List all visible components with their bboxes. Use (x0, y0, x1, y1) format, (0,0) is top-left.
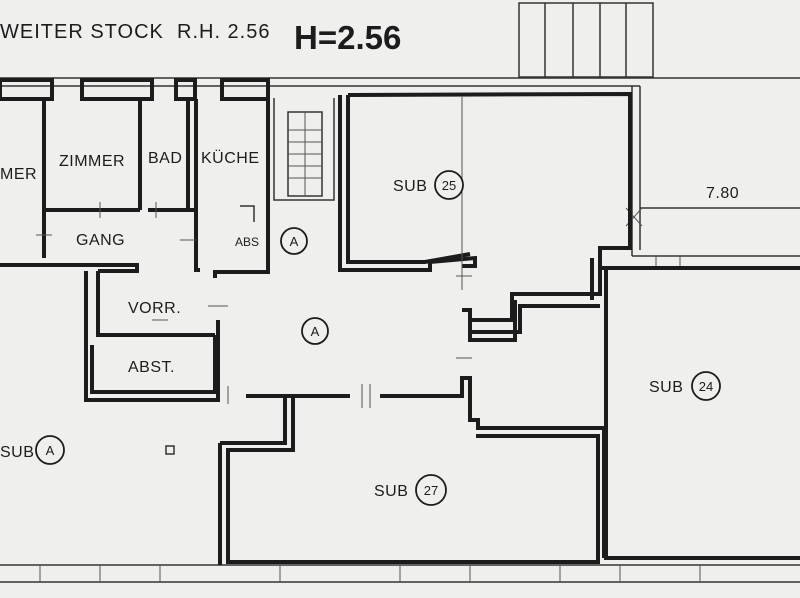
exterior-bottom-wall (0, 564, 800, 583)
left-apartment-windows (0, 78, 270, 101)
marker-a-center: A (301, 317, 329, 345)
height-title: H=2.56 (294, 19, 401, 56)
dimension-width-right: 7.80 (706, 185, 739, 202)
left-apartment-walls (0, 99, 270, 404)
room-label-bad: BAD (148, 150, 182, 167)
svg-text:SUB: SUB (649, 379, 683, 396)
staircase (273, 98, 335, 201)
unit-label-27: SUB 27 (374, 474, 447, 506)
room-label-zimmer-left: MER (0, 166, 37, 183)
svg-text:SUB: SUB (393, 178, 427, 195)
floor-label: WEITER STOCK (0, 21, 164, 43)
balcony (518, 2, 654, 78)
room-label-zimmer: ZIMMER (59, 153, 125, 170)
unit-24-walls (470, 256, 800, 560)
hallway-walls (165, 275, 606, 565)
svg-text:SUB: SUB (374, 483, 408, 500)
svg-text:A: A (46, 443, 55, 458)
unit-25-walls (338, 91, 632, 342)
unit-label-25: SUB 25 (393, 170, 464, 200)
marker-a-left: A (35, 435, 65, 465)
room-label-kueche: KÜCHE (201, 149, 260, 167)
svg-text:27: 27 (424, 483, 438, 498)
room-height-label: R.H. 2.56 (177, 21, 270, 43)
room-label-abs: ABS (235, 235, 259, 249)
unit-label-24: SUB 24 (649, 371, 721, 401)
room-label-abst: ABST. (128, 359, 175, 376)
svg-text:A: A (311, 324, 320, 339)
room-label-sub-left: SUB (0, 444, 34, 461)
room-label-gang: GANG (76, 232, 125, 249)
room-label-vorr: VORR. (128, 300, 181, 317)
svg-text:A: A (290, 234, 299, 249)
svg-text:25: 25 (442, 178, 456, 193)
marker-a-top: A (280, 227, 308, 255)
svg-text:24: 24 (699, 379, 713, 394)
